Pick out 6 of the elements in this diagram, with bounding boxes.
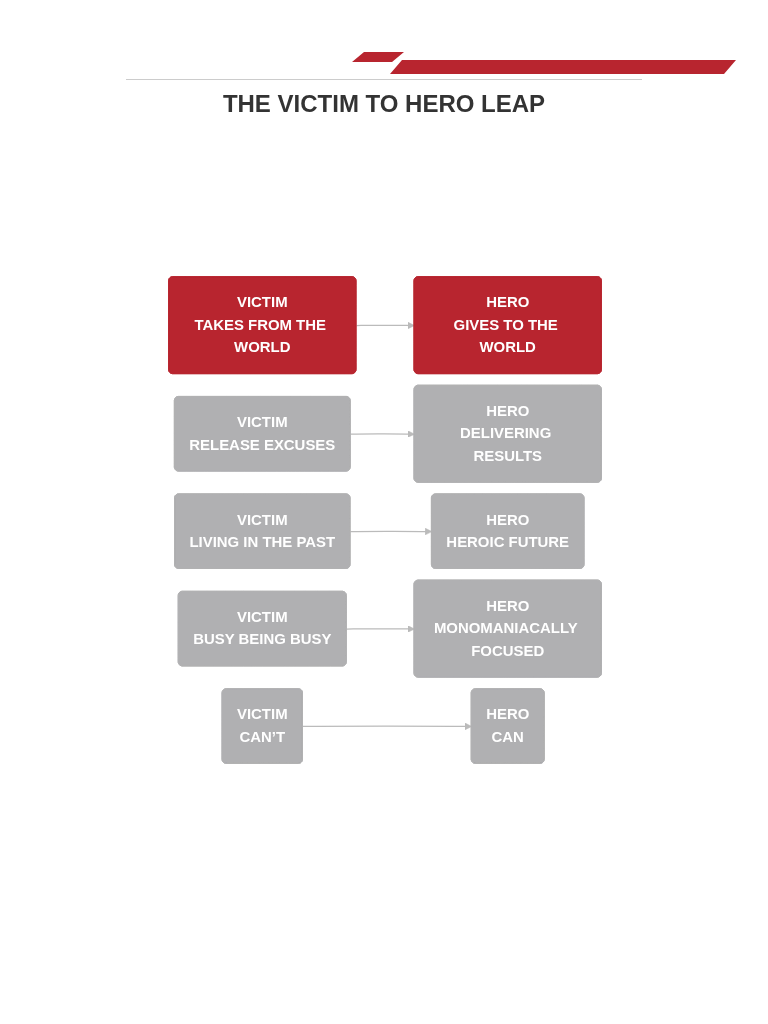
arrow xyxy=(350,430,415,438)
arrow xyxy=(302,722,472,731)
arrow xyxy=(349,527,433,536)
arrow xyxy=(346,625,415,633)
arrow xyxy=(355,321,415,330)
title: THE VICTIM TO HERO LEAP xyxy=(221,90,547,118)
